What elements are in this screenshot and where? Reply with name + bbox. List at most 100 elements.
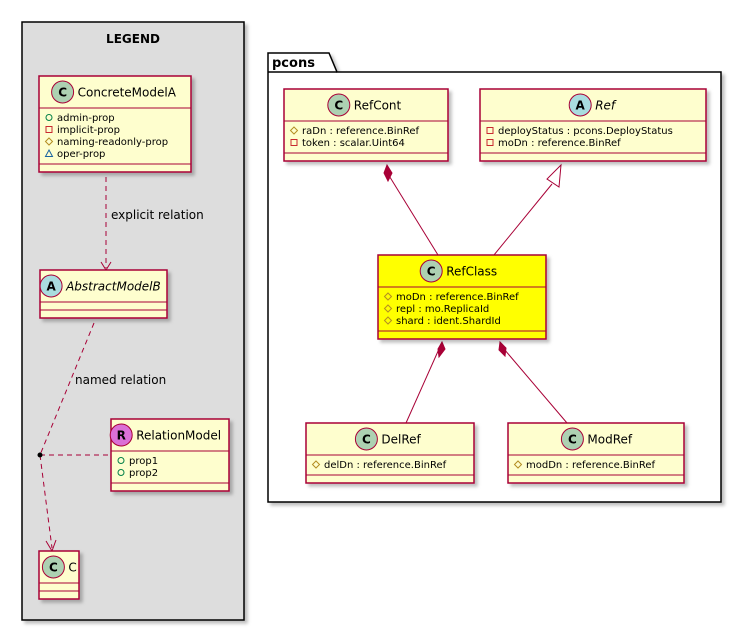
protected-visibility-icon	[513, 460, 523, 469]
private-visibility-icon	[290, 139, 298, 146]
attribute-text: repl : mo.ReplicaId	[396, 304, 489, 315]
attribute-row: implicit-prop	[45, 125, 120, 136]
class-delref-name: DelRef	[381, 433, 421, 447]
class-relationmodel-stereotype-icon	[109, 423, 133, 447]
class-ref-box	[479, 88, 707, 162]
attribute-text: naming-readonly-prop	[57, 137, 168, 148]
class-modref-name: ModRef	[587, 433, 632, 447]
class-delref-stereotype: C	[362, 433, 371, 447]
class-abstractmodelb-name: AbstractModelB	[65, 280, 161, 294]
class-refcont-name: RefCont	[354, 99, 402, 113]
class-c-name: C	[68, 561, 76, 575]
attribute-text: implicit-prop	[57, 125, 120, 136]
class-c-stereotype-icon	[41, 555, 65, 579]
edge-named-relation	[39, 322, 95, 456]
attribute-text: prop1	[129, 456, 158, 467]
attribute-text: moDn : reference.BinRef	[396, 292, 519, 303]
relation-junction-dot	[37, 452, 43, 458]
named-relation-label: named relation	[75, 373, 166, 387]
class-refcont-stereotype-icon	[327, 93, 351, 117]
attribute-row: raDn : reference.BinRef	[289, 126, 420, 137]
protected-visibility-icon	[383, 292, 393, 301]
class-refclass-stereotype-icon	[419, 259, 443, 283]
class-abstractmodelb: A AbstractModelB	[39, 269, 168, 319]
attribute-text: admin-prop	[57, 113, 115, 124]
class-delref-box	[305, 422, 475, 484]
attribute-row: token : scalar.Uint64	[290, 138, 405, 149]
attribute-row: moDn : reference.BinRef	[486, 138, 621, 149]
class-relationmodel-stereotype: R	[117, 429, 126, 443]
attribute-text: moDn : reference.BinRef	[498, 138, 621, 149]
attribute-row: prop1	[117, 456, 158, 467]
edge-refcont-refclass	[387, 173, 439, 256]
class-refclass-name: RefClass	[446, 265, 497, 279]
attribute-row: modDn : reference.BinRef	[513, 460, 656, 471]
class-abstractmodelb-stereotype: A	[46, 280, 56, 294]
class-concretemodela-name: ConcreteModelA	[78, 86, 177, 100]
attribute-row: delDn : reference.BinRef	[311, 460, 447, 471]
public-visibility-icon	[117, 457, 125, 464]
class-modref-stereotype: C	[568, 433, 577, 447]
generalization-triangle	[546, 163, 562, 188]
edge-labels: explicit relation named relation	[75, 208, 204, 387]
attribute-row: moDn : reference.BinRef	[383, 292, 519, 303]
attribute-text: shard : ident.ShardId	[396, 316, 501, 327]
attribute-text: token : scalar.Uint64	[302, 138, 405, 149]
attribute-row: deployStatus : pcons.DeployStatus	[486, 126, 673, 137]
attribute-text: delDn : reference.BinRef	[324, 460, 447, 471]
private-visibility-icon	[45, 126, 53, 133]
class-ref-name: Ref	[595, 99, 617, 113]
edge-refclass-modref	[503, 348, 568, 424]
composition-diamond-refcont	[383, 163, 393, 183]
public-visibility-icon	[117, 469, 125, 476]
explicit-relation-label: explicit relation	[111, 208, 204, 222]
class-refcont-stereotype: C	[334, 99, 343, 113]
class-refcont-box	[283, 88, 449, 162]
attribute-text: prop2	[129, 468, 158, 479]
attribute-text: raDn : reference.BinRef	[302, 126, 420, 137]
attribute-row: oper-prop	[44, 148, 105, 160]
protected-visibility-icon	[383, 304, 393, 313]
attribute-text: oper-prop	[57, 149, 105, 160]
package-visibility-icon	[44, 148, 54, 157]
private-visibility-icon	[486, 139, 494, 146]
class-concretemodela-stereotype-icon	[51, 80, 75, 104]
composition-diamond-modref	[498, 340, 507, 358]
legend-title: LEGEND	[106, 32, 160, 46]
class-c-stereotype: C	[49, 561, 58, 575]
class-delref-stereotype-icon	[354, 427, 378, 451]
attribute-row: repl : mo.ReplicaId	[383, 304, 489, 315]
class-ref-stereotype-icon	[568, 93, 592, 117]
class-abstractmodelb-stereotype-icon	[39, 274, 63, 298]
class-ref-stereotype: A	[576, 99, 586, 113]
attribute-row: admin-prop	[45, 113, 115, 124]
attribute-text: modDn : reference.BinRef	[526, 460, 656, 471]
class-concretemodela-box	[38, 75, 192, 173]
attribute-row: naming-readonly-prop	[44, 137, 168, 148]
class-refclass-box	[377, 254, 547, 340]
edge-refclass-ref	[493, 183, 553, 256]
composition-diamond-delref	[437, 340, 446, 359]
protected-visibility-icon	[311, 460, 321, 469]
package-title: pcons	[272, 56, 315, 71]
class-refclass-stereotype: C	[427, 265, 436, 279]
class-modref: C ModRef modDn : reference.BinRef	[507, 422, 685, 484]
private-visibility-icon	[486, 127, 494, 134]
attribute-row: shard : ident.ShardId	[383, 316, 501, 327]
attribute-text: deployStatus : pcons.DeployStatus	[498, 126, 673, 137]
class-relationmodel-name: RelationModel	[136, 429, 221, 443]
attribute-row: prop2	[117, 468, 158, 479]
public-visibility-icon	[45, 114, 53, 121]
class-modref-box	[507, 422, 685, 484]
edge-named-relation-to-c	[39, 454, 53, 549]
protected-visibility-icon	[289, 126, 299, 135]
class-delref: C DelRef delDn : reference.BinRef	[305, 422, 475, 484]
class-ref: A Ref deployStatus : pcons.DeployStatusmoD…	[479, 88, 707, 162]
class-modref-stereotype-icon	[560, 427, 584, 451]
